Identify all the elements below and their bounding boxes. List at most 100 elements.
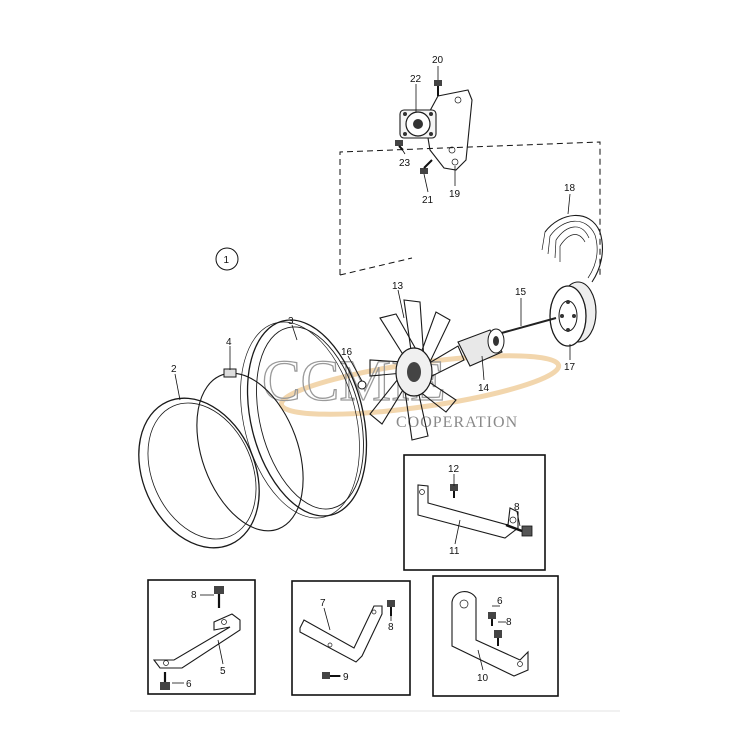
callout-6: 6 <box>497 596 503 607</box>
callout-5: 5 <box>220 666 226 677</box>
bracket-hole <box>509 516 517 524</box>
bolt-head <box>494 630 502 638</box>
bolt-20 <box>434 80 442 96</box>
bolt-head <box>450 484 458 491</box>
bracket-5-box <box>147 579 256 695</box>
leader-16 <box>347 355 363 382</box>
nut-16 <box>357 380 367 390</box>
bolt-8 <box>505 523 533 537</box>
callout-9: 9 <box>343 672 349 683</box>
bolt-6 <box>488 612 496 626</box>
fan-shaft <box>497 317 557 335</box>
detail-frame-dashed-border <box>339 141 601 278</box>
bracket-11-box <box>403 454 546 571</box>
callout-23: 23 <box>399 158 411 169</box>
nut-body <box>357 380 367 390</box>
pulley-bolt <box>403 112 407 116</box>
fan-shroud-ring <box>240 319 368 519</box>
bolt-head <box>420 168 428 174</box>
callout-2: 2 <box>171 364 177 375</box>
callout-10: 10 <box>477 673 489 684</box>
bracket-hole <box>163 660 169 666</box>
callout-15: 15 <box>515 287 527 298</box>
callout-3: 3 <box>288 316 294 327</box>
bolt-shank <box>505 523 523 533</box>
bolt-head <box>214 586 224 594</box>
bracket-hole <box>454 96 462 104</box>
pulley-front-face <box>549 285 587 347</box>
bolt-8 <box>387 600 395 616</box>
crank-pulley <box>549 281 597 347</box>
leader-18 <box>567 193 571 215</box>
leader-21 <box>423 173 429 193</box>
bracket-hole <box>371 609 377 615</box>
pulley-hole <box>566 328 570 332</box>
bracket-10 <box>451 591 529 677</box>
callout-18: 18 <box>564 183 576 194</box>
belt-inner <box>549 220 598 279</box>
callout-11: 11 <box>449 546 460 557</box>
callout-14: 14 <box>478 383 490 394</box>
callouts: 20 22 23 21 19 18 13 15 16 14 17 3 4 2 1… <box>171 55 576 690</box>
callout-8: 8 <box>514 502 520 513</box>
group-marker-label: 1 <box>224 255 230 266</box>
bolt-head <box>488 612 496 619</box>
pulley-hole <box>572 314 576 318</box>
group-marker: 1 <box>215 247 239 271</box>
detail-frame <box>339 141 601 278</box>
leader-lines <box>172 66 571 684</box>
tensioner-pulley <box>399 109 437 139</box>
bolt-head <box>395 140 403 146</box>
callout-7: 7 <box>320 598 326 609</box>
leader-13 <box>397 289 405 319</box>
bracket-10-box <box>432 575 559 697</box>
bracket-hole <box>221 619 227 625</box>
clamp-latch <box>223 368 237 378</box>
shroud-lip <box>240 321 360 519</box>
belt-strand <box>547 235 551 255</box>
leader-7 <box>323 607 331 631</box>
callout-21: 21 <box>422 195 434 206</box>
bracket-7-box <box>291 580 411 696</box>
spacer-end-inner <box>493 336 499 346</box>
bracket-hole <box>451 158 459 166</box>
bolt-9 <box>322 672 340 679</box>
fan <box>369 299 465 441</box>
seal-outer <box>138 397 260 549</box>
pulley-center <box>413 119 423 129</box>
belt-strand <box>541 231 546 251</box>
tensioner-assembly <box>395 80 473 174</box>
leader-23 <box>399 145 406 155</box>
callout-17: 17 <box>564 362 576 373</box>
callout-12: 12 <box>448 464 460 475</box>
callout-16: 16 <box>341 347 353 358</box>
pulley-bolt <box>403 132 407 136</box>
bolt-shank <box>423 159 433 169</box>
box-border <box>432 575 559 697</box>
bracket-hole <box>327 642 333 648</box>
bracket-11 <box>417 484 519 539</box>
seal-ring <box>138 397 260 549</box>
callout-8: 8 <box>388 622 394 633</box>
callout-20: 20 <box>432 55 444 66</box>
leader-14 <box>481 355 485 381</box>
callout-13: 13 <box>392 281 404 292</box>
bolt-6 <box>160 672 170 690</box>
fan-spacer <box>457 328 505 367</box>
clamp-band <box>196 372 304 532</box>
leader-3 <box>291 324 298 341</box>
bracket-hole <box>448 146 456 154</box>
bracket-5 <box>152 613 241 669</box>
belt-strand <box>554 239 557 259</box>
leader-10 <box>477 649 484 671</box>
bracket-hole <box>517 661 523 667</box>
bracket-7 <box>299 605 383 663</box>
callout-19: 19 <box>449 189 461 200</box>
callout-22: 22 <box>410 74 422 85</box>
pulley-bolt <box>429 132 433 136</box>
detail-frame-dashed-bottom <box>339 257 413 276</box>
bracket-hole <box>459 599 469 609</box>
seal-inner <box>147 402 257 540</box>
bolt-8 <box>214 586 224 608</box>
bolt-head <box>521 525 533 537</box>
